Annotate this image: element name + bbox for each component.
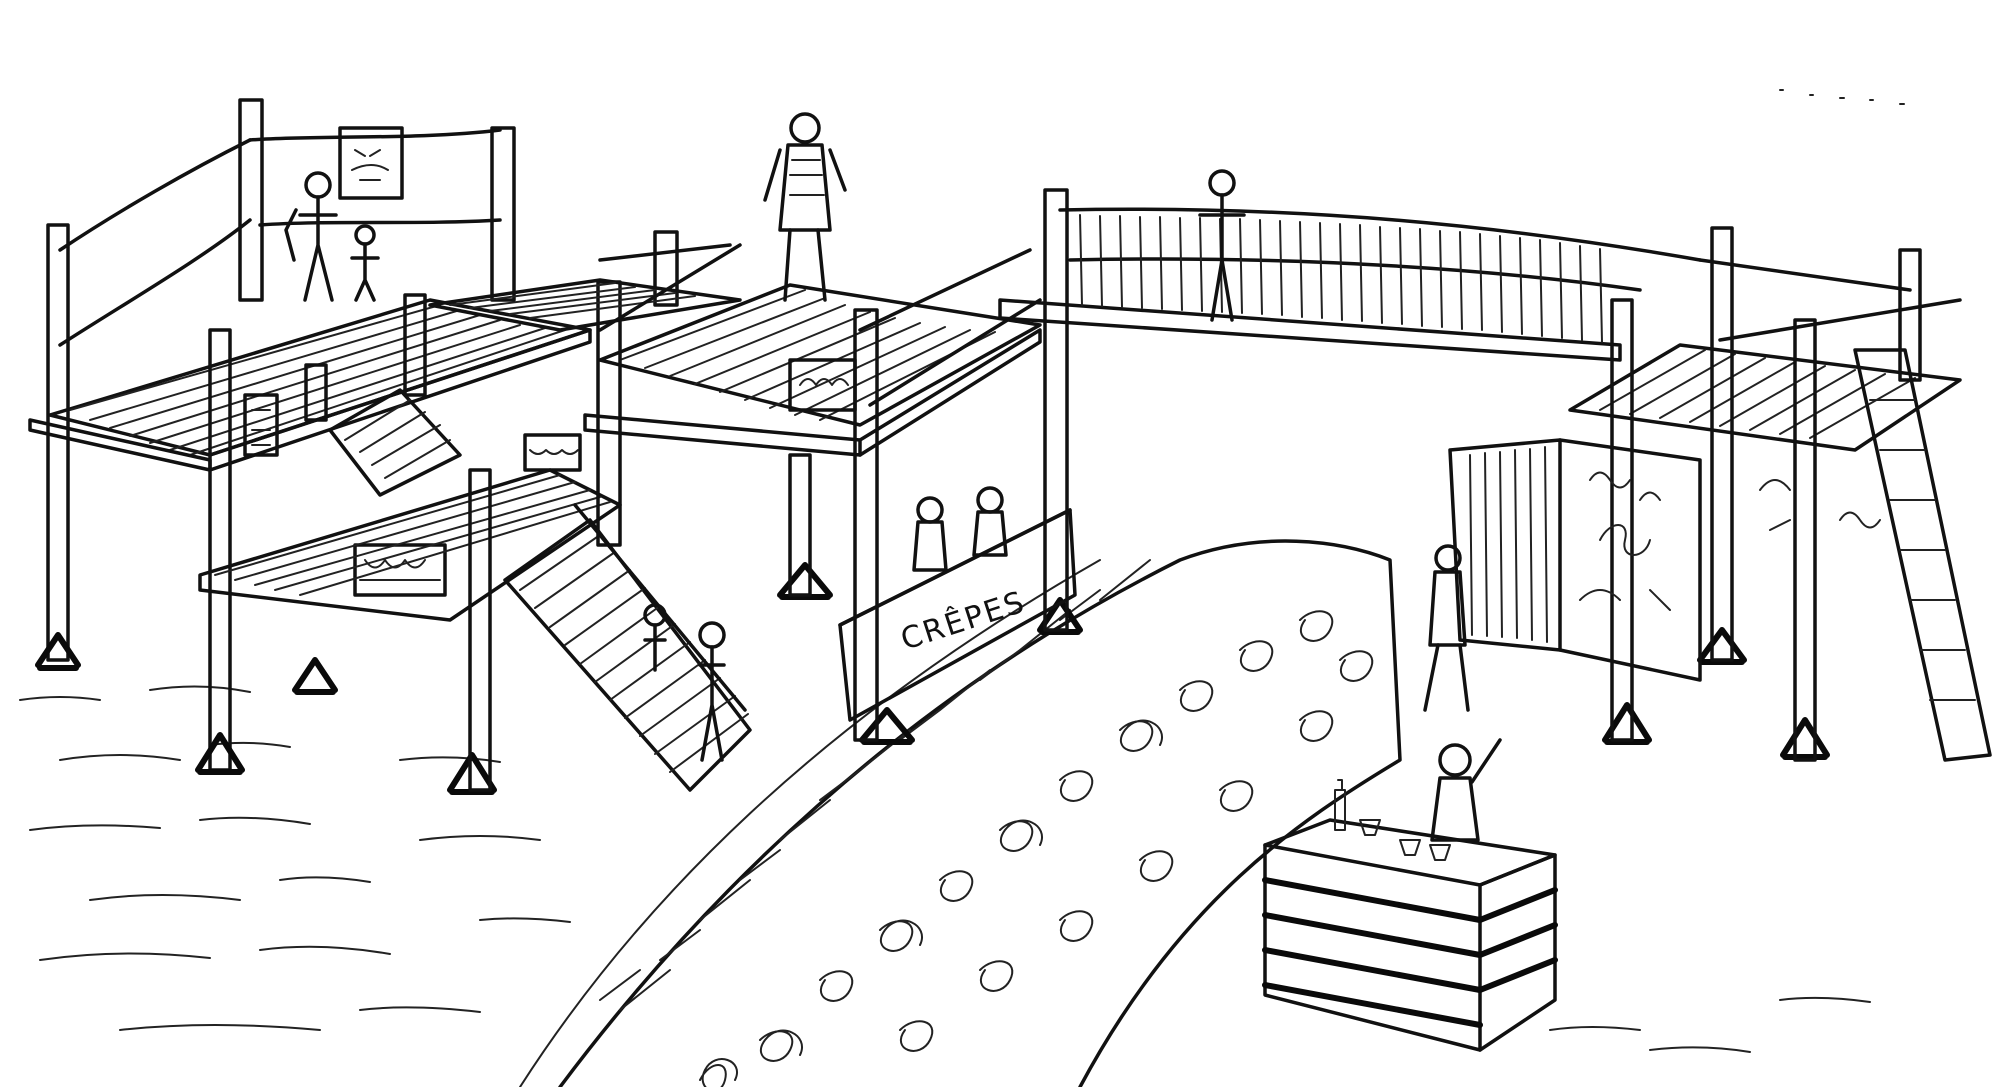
left-short-ladder	[328, 388, 462, 497]
right-platform-posts	[1610, 226, 1922, 762]
figure-on-stairs-2	[643, 603, 667, 672]
long-bridge	[998, 207, 1702, 362]
right-platform-railing	[1698, 258, 1962, 342]
post-footings	[35, 562, 1830, 795]
water-ripples	[19, 685, 1871, 1053]
crate-left	[353, 543, 447, 597]
bar-counter	[1262, 818, 1558, 1052]
right-long-ladder	[1853, 348, 1992, 762]
figures-crepe-stand	[912, 486, 1008, 572]
figure-on-bridge	[1198, 169, 1246, 322]
shingle-spit	[519, 539, 1402, 1087]
crate-center	[788, 358, 857, 412]
center-platform-posts	[596, 188, 1069, 742]
bar-items	[1334, 779, 1451, 861]
graffiti-shed	[1448, 438, 1881, 682]
figure-near-shed	[1423, 544, 1470, 712]
figure-on-stairs	[698, 621, 726, 762]
bartender-figure	[1430, 738, 1502, 842]
left-platform-posts	[46, 98, 516, 772]
notice-board	[338, 126, 404, 200]
left-rope-railing	[58, 128, 502, 347]
distant-marks	[1779, 89, 1905, 105]
figure-center-platform	[763, 112, 847, 302]
gangway-left-center	[428, 243, 742, 332]
hanging-frame	[243, 393, 279, 457]
crepe-stand-sign: CRÊPES	[896, 584, 1030, 658]
crate-small	[523, 433, 582, 472]
left-lower-platform	[198, 468, 622, 792]
center-platform	[583, 283, 1042, 457]
figures-left-platform	[284, 171, 380, 302]
left-upper-platform	[28, 298, 592, 472]
